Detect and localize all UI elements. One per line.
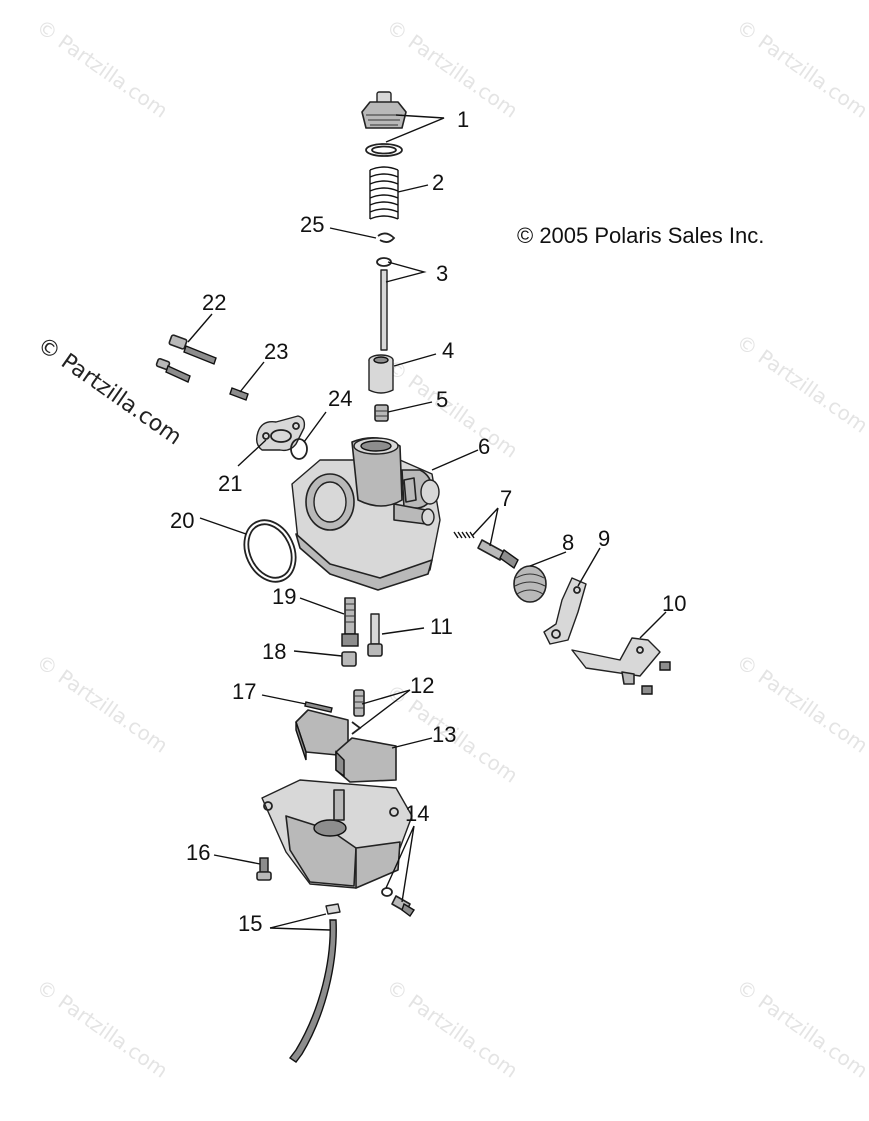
part-20-o-ring-inner [247,523,293,579]
part-7-idle-screw [453,531,519,570]
callout-17: 17 [232,679,256,704]
callout-2: 2 [432,170,444,195]
part-4-throttle-slide [368,354,394,394]
callout-5: 5 [436,387,448,412]
part-6-carburetor-body [291,437,441,591]
callout-10: 10 [662,591,686,616]
callout-3: 3 [436,261,448,286]
watermark-tr: © Partzilla.com [732,14,869,122]
watermark-l2: © Partzilla.com [32,649,172,757]
callout-22: 22 [202,290,226,315]
callout-8: 8 [562,530,574,555]
callout-20: 20 [170,508,194,533]
copyright-notice: © 2005 Polaris Sales Inc. [517,223,764,248]
part-5-fitting [374,404,389,422]
callout-11: 11 [430,614,453,639]
callout-9: 9 [598,526,610,551]
callout-16: 16 [186,840,210,865]
callout-14: 14 [405,801,429,826]
watermark-r3: © Partzilla.com [732,974,869,1082]
watermark-l3: © Partzilla.com [32,974,172,1082]
part-20-o-ring [243,519,297,583]
callout-13: 13 [432,722,456,747]
part-1-top-cap [361,91,407,157]
float-bowl [261,779,413,889]
part-21-gasket [255,415,306,452]
part-13-float [295,709,397,783]
callout-12: 12 [410,673,434,698]
leader-lines [187,114,667,931]
callout-6: 6 [478,434,490,459]
part-11-pilot-jet [367,613,383,657]
part-16-bowl-screw [256,857,272,881]
part-24-o-ring [290,438,308,460]
part-9-throttle-lever [543,577,587,645]
watermark-left-dark: © Partzilla.com [33,332,186,450]
callout-labels: 1 2 3 4 5 6 7 8 9 10 11 12 13 14 15 16 1… [170,107,686,936]
watermark-layer: © Partzilla.com © Partzilla.com © Partzi… [32,14,869,1082]
callout-7: 7 [500,486,512,511]
callout-23: 23 [264,339,288,364]
watermark-mr: © Partzilla.com [732,329,869,437]
part-19-needle-jet [341,597,359,647]
watermark-c3: © Partzilla.com [382,974,522,1082]
part-18-main-jet [341,651,357,667]
watermark-tc: © Partzilla.com [382,14,522,122]
part-3-jet-needle [376,257,392,351]
callout-4: 4 [442,338,454,363]
part-25-clip [377,232,396,243]
watermark-r2: © Partzilla.com [732,649,869,757]
part-10-bracket [571,637,671,695]
part-2-spring [369,166,399,220]
watermark-tl: © Partzilla.com [32,14,172,122]
part-22-screws [155,334,217,383]
callout-21: 21 [218,471,242,496]
callout-25: 25 [300,212,324,237]
callout-1: 1 [457,107,469,132]
callout-18: 18 [262,639,286,664]
part-12-float-needle [351,689,365,735]
callout-24: 24 [328,386,352,411]
part-14-drain-screw [381,887,415,918]
part-15-drain-hose [288,903,341,1063]
callout-15: 15 [238,911,262,936]
part-23-screw [229,387,249,401]
part-17-pin [304,701,333,713]
part-8-throttle-spring [513,565,547,603]
callout-19: 19 [272,584,296,609]
